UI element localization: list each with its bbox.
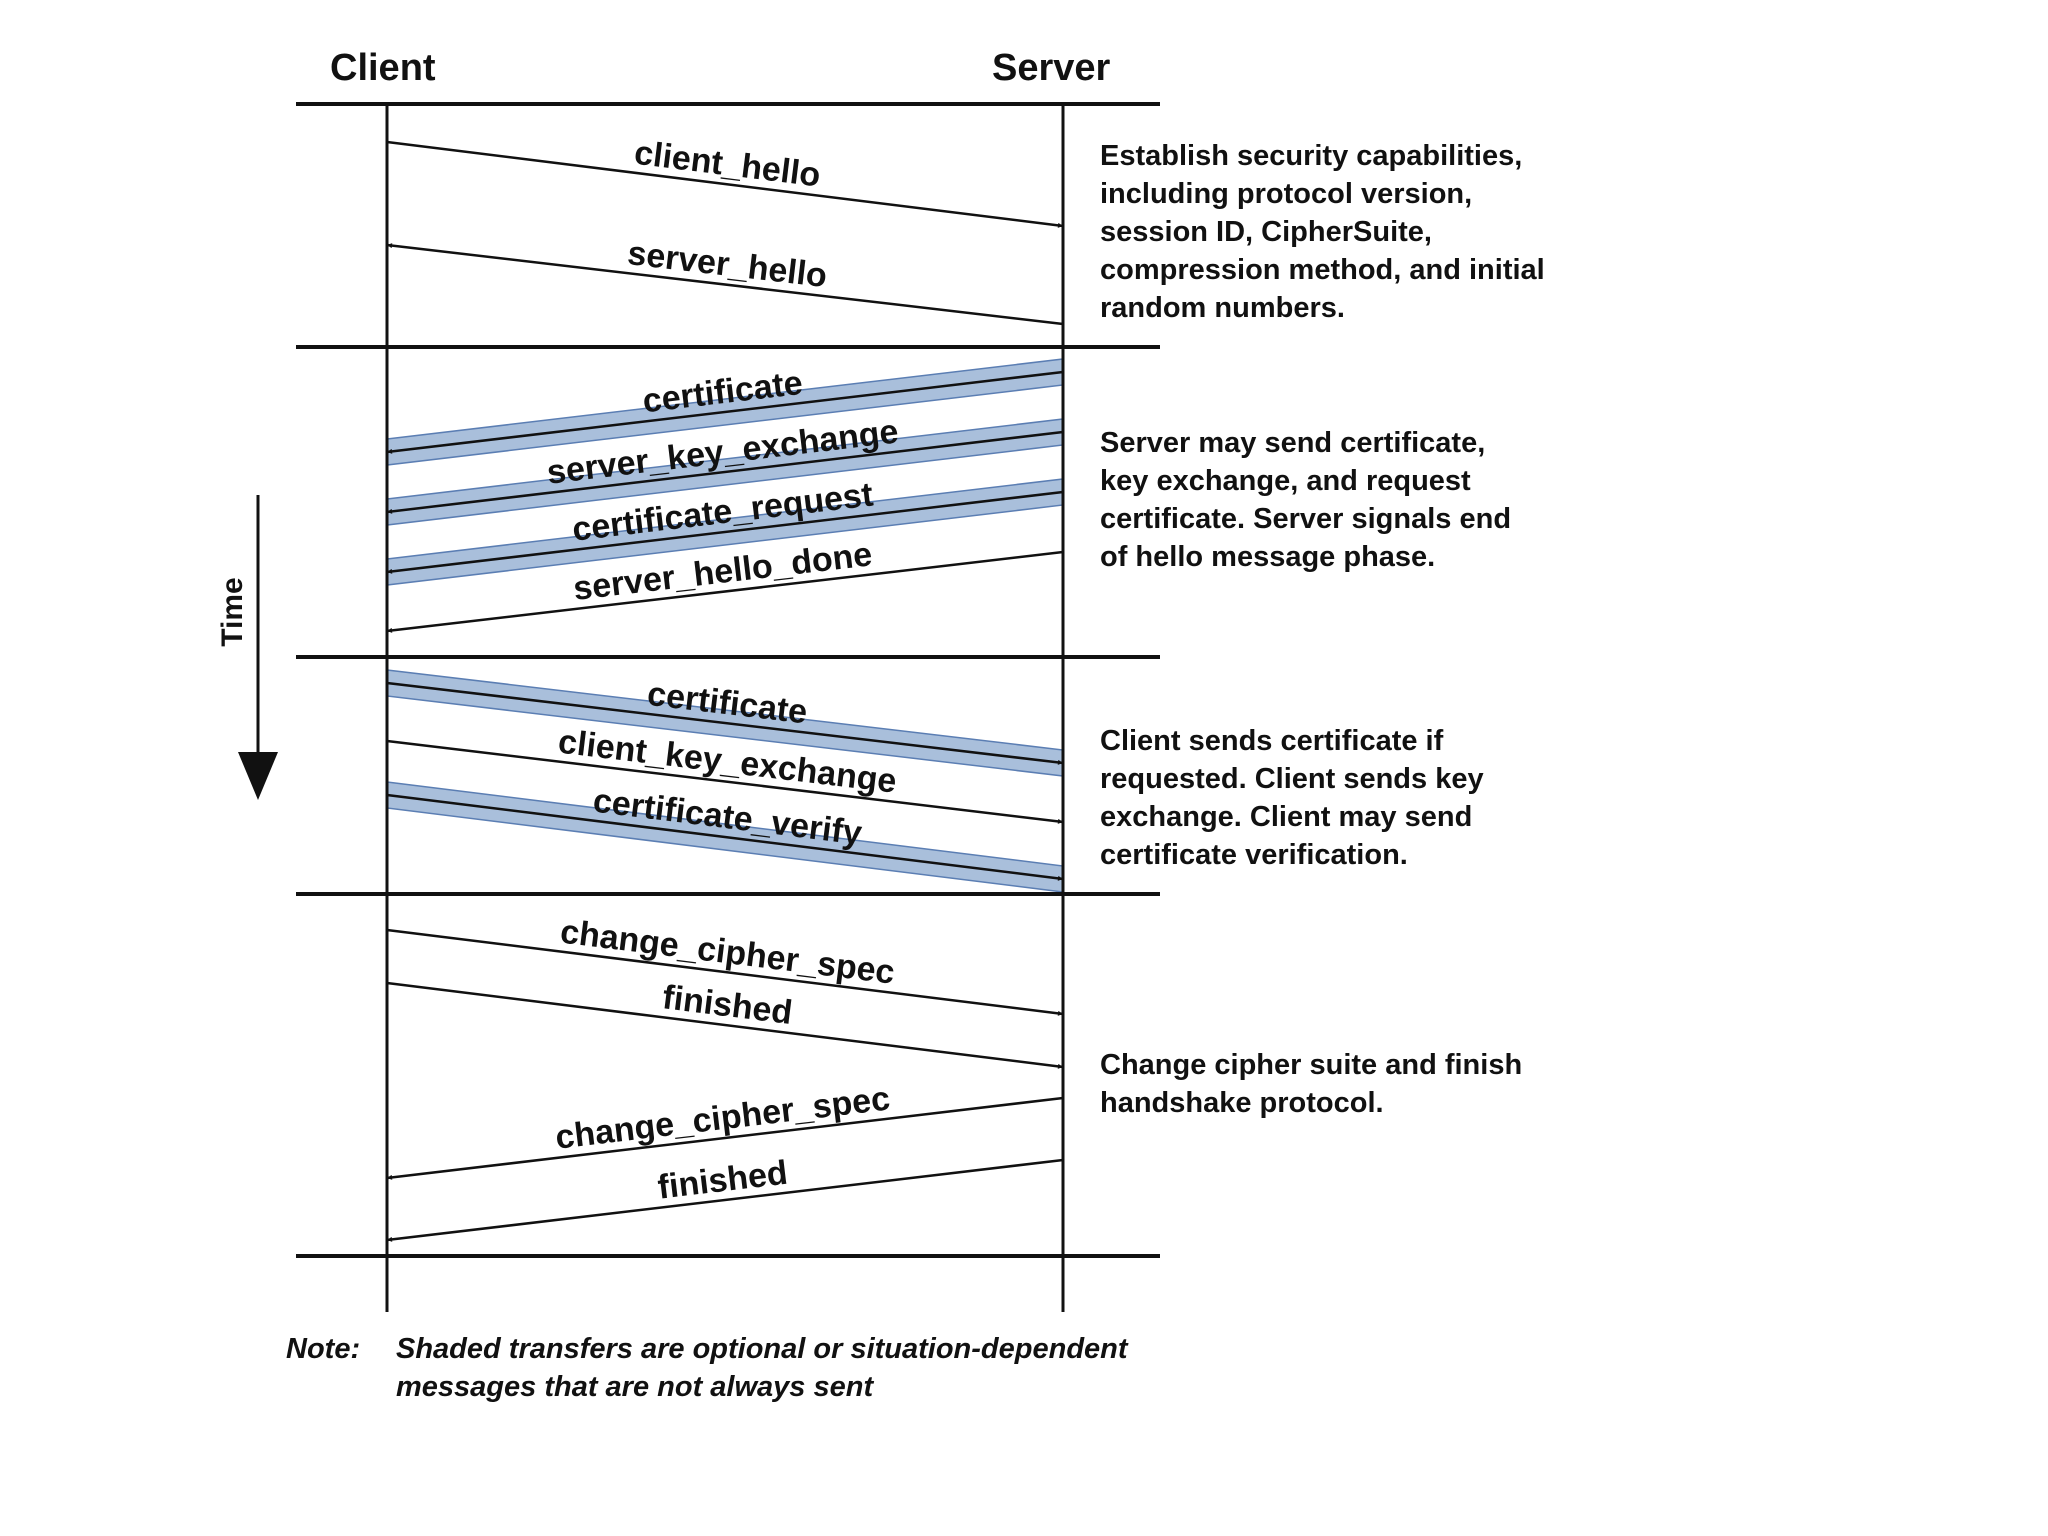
phase-1-msg-1-arrow bbox=[386, 140, 1064, 228]
phase-3-description-line-1: Client sends certificate if bbox=[1100, 725, 1444, 757]
phase-4-msg-3-arrow bbox=[386, 1096, 1064, 1180]
phase-1-description-line-4: compression method, and initial bbox=[1100, 254, 1545, 286]
phase-4-description-line-2: handshake protocol. bbox=[1100, 1087, 1384, 1119]
phase-3-description-line-4: certificate verification. bbox=[1100, 839, 1408, 871]
phase-4-msg-2-label: finished bbox=[660, 978, 794, 1032]
phase-4-msg-4-arrow bbox=[386, 1158, 1064, 1242]
time-arrow-head bbox=[238, 752, 278, 800]
phase-1-description-line-1: Establish security capabilities, bbox=[1100, 140, 1522, 172]
phase-3-msg-3-arrow bbox=[386, 793, 1064, 881]
server-header: Server bbox=[992, 47, 1111, 89]
phase-2-msg-1-arrow bbox=[386, 370, 1064, 454]
note: Note: Shaded transfers are optional or s… bbox=[286, 1333, 1129, 1403]
note-prefix: Note: bbox=[286, 1333, 360, 1365]
phase-1-description-line-5: random numbers. bbox=[1100, 292, 1345, 324]
message-arrows-layer bbox=[386, 140, 1064, 1242]
phase-2-msg-3-arrow bbox=[386, 490, 1064, 574]
phase-4-msg-1-arrow bbox=[386, 928, 1064, 1016]
phase-4-description-line-1: Change cipher suite and finish bbox=[1100, 1049, 1522, 1081]
phase-3-description-line-3: exchange. Client may send bbox=[1100, 801, 1472, 833]
phase-4-msg-4-label: finished bbox=[656, 1154, 790, 1207]
time-label: Time bbox=[216, 577, 249, 646]
phase-1-description-line-2: including protocol version, bbox=[1100, 178, 1472, 210]
phase-4-msg-1-label: change_cipher_spec bbox=[558, 913, 897, 992]
phase-3-msg-2-arrow bbox=[386, 739, 1064, 824]
text-layer: Client Server client_helloserver_helloEs… bbox=[330, 47, 1545, 1207]
phase-3-description-line-2: requested. Client sends key bbox=[1100, 763, 1484, 795]
structure-lines-layer bbox=[296, 102, 1160, 1312]
note-line-1: Shaded transfers are optional or situati… bbox=[396, 1333, 1129, 1365]
phase-2-description-line-3: certificate. Server signals end bbox=[1100, 503, 1511, 535]
phase-1-description-line-3: session ID, CipherSuite, bbox=[1100, 216, 1432, 248]
phase-3-msg-1-arrow bbox=[386, 681, 1064, 765]
phase-1-msg-2-arrow bbox=[386, 243, 1064, 326]
note-line-2: messages that are not always sent bbox=[396, 1371, 874, 1403]
phase-2-description-line-2: key exchange, and request bbox=[1100, 465, 1471, 497]
client-header: Client bbox=[330, 47, 436, 89]
phase-4-msg-3-label: change_cipher_spec bbox=[553, 1080, 892, 1157]
time-axis: Time bbox=[216, 495, 278, 800]
phase-4-msg-2-arrow bbox=[386, 981, 1064, 1069]
phase-2-description-line-1: Server may send certificate, bbox=[1100, 427, 1485, 459]
phase-2-description-line-4: of hello message phase. bbox=[1100, 541, 1435, 573]
phase-2-msg-4-arrow bbox=[386, 550, 1064, 633]
phase-2-msg-2-arrow bbox=[386, 430, 1064, 514]
